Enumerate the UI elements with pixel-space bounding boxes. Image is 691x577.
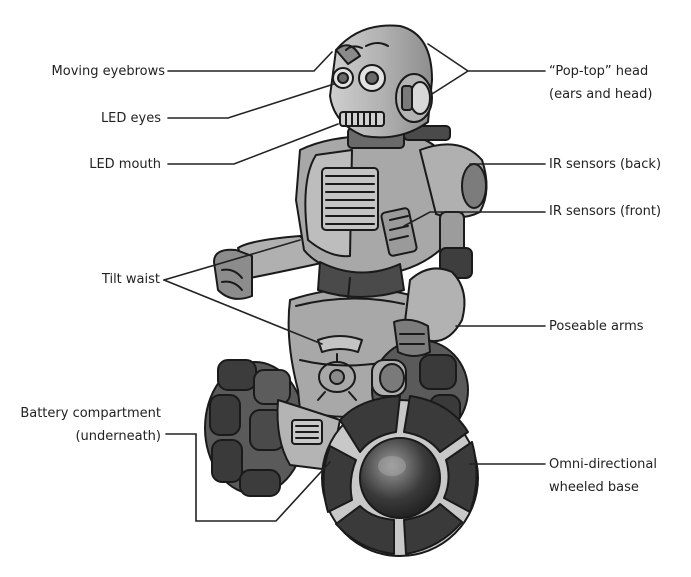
label-led-mouth: LED mouth bbox=[89, 157, 161, 172]
label-led-eyes: LED eyes bbox=[100, 111, 161, 126]
label-poseable-arms: Poseable arms bbox=[549, 319, 644, 334]
leader-battery bbox=[165, 433, 331, 522]
label-battery-line1: Battery compartment bbox=[20, 406, 161, 421]
leader-ir-front bbox=[403, 211, 546, 227]
right-arm bbox=[393, 267, 466, 357]
leader-tilt-waist-a bbox=[163, 239, 301, 281]
label-tilt-waist: Tilt waist bbox=[101, 272, 160, 287]
label-pop-top-line1: “Pop-top” head bbox=[549, 64, 649, 79]
head bbox=[329, 24, 433, 139]
label-ir-sensors-back: IR sensors (back) bbox=[549, 157, 662, 172]
left-wheel bbox=[204, 359, 306, 497]
label-pop-top-head: “Pop-top” head (ears and head) bbox=[549, 60, 652, 106]
label-omni-line2: wheeled base bbox=[549, 480, 639, 495]
label-battery-compartment: Battery compartment (underneath) bbox=[20, 402, 161, 448]
label-moving-eyebrows: Moving eyebrows bbox=[51, 64, 165, 79]
leader-led-mouth bbox=[167, 123, 339, 165]
leader-led-eyes bbox=[167, 83, 335, 119]
label-pop-top-line2: (ears and head) bbox=[549, 87, 653, 102]
upper-torso bbox=[295, 134, 454, 299]
front-wheel bbox=[321, 395, 479, 557]
label-ir-sensors-front: IR sensors (front) bbox=[549, 204, 662, 219]
label-battery-line2: (underneath) bbox=[75, 429, 161, 444]
leader-tilt-waist-b bbox=[163, 279, 323, 345]
leader-pop-top-a bbox=[427, 43, 546, 72]
leader-pop-top-b bbox=[431, 70, 469, 95]
label-omni-line1: Omni-directional bbox=[549, 457, 657, 472]
leader-moving-eyebrows bbox=[167, 51, 333, 72]
label-omni-directional-base: Omni-directional wheeled base bbox=[549, 453, 657, 499]
